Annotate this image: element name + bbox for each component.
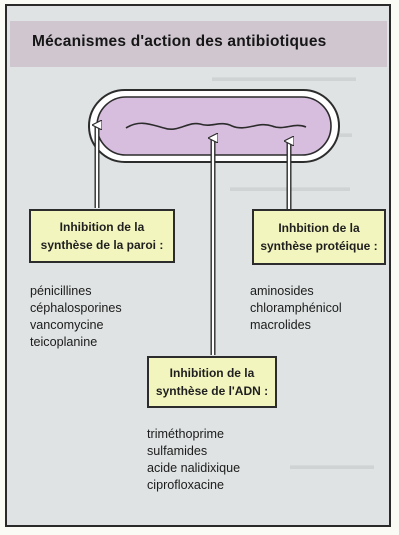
- drug-item: acide nalidixique: [147, 461, 241, 475]
- drug-list-protein: aminosides chloramphénicol macrolides: [250, 283, 342, 334]
- drug-list-wall: pénicillines céphalosporines vancomycine…: [30, 283, 122, 351]
- box-label-line2: synthèse de l'ADN :: [155, 384, 269, 398]
- figure-title: Mécanismes d'action des antibiotiques: [32, 33, 327, 50]
- box-protein-synthesis: Inhbition de la synthèse protéique :: [252, 209, 386, 265]
- dna-strand: [125, 122, 307, 130]
- drug-list-dna: triméthoprime sulfamides acide nalidixiq…: [147, 426, 240, 494]
- drug-item: sulfamides: [147, 444, 208, 458]
- drug-item: chloramphénicol: [250, 301, 342, 315]
- drug-item: ciprofloxacine: [147, 478, 225, 492]
- drug-item: teicoplanine: [30, 335, 98, 349]
- box-cell-wall-synthesis: Inhibition de la synthèse de la paroi :: [29, 209, 175, 263]
- drug-item: aminosides: [250, 284, 314, 298]
- drug-item: triméthoprime: [147, 427, 224, 441]
- drug-item: pénicillines: [30, 284, 92, 298]
- box-label-line1: Inhbition de la: [278, 221, 360, 235]
- bleed-through-texture: ▬▬▬▬▬▬▬▬▬▬▬▬: [212, 70, 356, 84]
- box-dna-synthesis: Inhibition de la synthèse de l'ADN :: [147, 356, 277, 408]
- box-label-line2: synthèse protéique :: [260, 239, 378, 253]
- title-band: [10, 21, 387, 67]
- box-label-line2: synthèse de la paroi :: [40, 238, 164, 252]
- drug-item: vancomycine: [30, 318, 104, 332]
- bacterium-cell: [88, 89, 340, 163]
- bleed-through-texture: ▬▬▬▬▬▬▬: [290, 458, 374, 472]
- box-label-line1: Inhibition de la: [59, 220, 145, 234]
- drug-item: céphalosporines: [30, 301, 122, 315]
- drug-item: macrolides: [250, 318, 311, 332]
- box-label-line1: Inhibition de la: [169, 366, 255, 380]
